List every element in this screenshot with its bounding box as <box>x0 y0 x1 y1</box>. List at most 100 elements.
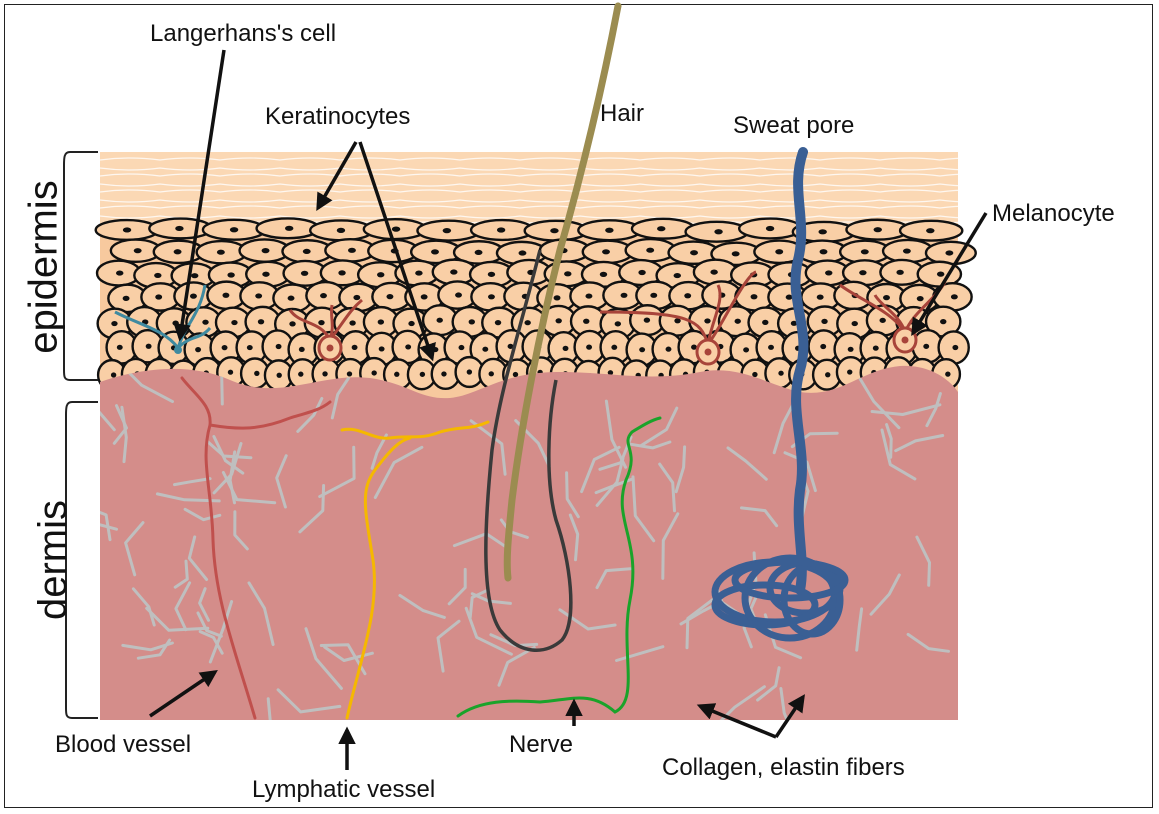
cell-nucleus <box>277 373 282 378</box>
cell-nucleus <box>475 250 483 255</box>
epidermis-bracket <box>64 152 98 380</box>
label-lymphatic-vessel: Lymphatic vessel <box>252 778 435 802</box>
cell-nucleus <box>488 294 495 299</box>
cell-nucleus <box>550 228 558 233</box>
cell-nucleus <box>303 249 311 254</box>
cell-nucleus <box>202 320 208 325</box>
cell-nucleus <box>873 346 879 351</box>
cell-nucleus <box>348 248 356 253</box>
label-hair: Hair <box>600 102 644 126</box>
cell-nucleus <box>116 270 123 275</box>
cell-nucleus <box>657 226 665 231</box>
cell-nucleus <box>762 320 768 325</box>
cell-nucleus <box>254 371 259 376</box>
cell-nucleus <box>222 345 228 350</box>
cell-nucleus <box>732 251 740 256</box>
cell-nucleus <box>443 228 451 233</box>
cell-nucleus <box>923 344 929 349</box>
cell-nucleus <box>879 318 885 323</box>
label-sweat-pore: Sweat pore <box>733 114 854 138</box>
label-nerve: Nerve <box>509 733 573 757</box>
cell-nucleus <box>666 347 672 352</box>
cell-nucleus <box>408 321 414 326</box>
cell-nucleus <box>123 296 130 301</box>
cell-nucleus <box>455 292 462 297</box>
cell-nucleus <box>437 318 443 323</box>
cell-nucleus <box>217 250 225 255</box>
cell-nucleus <box>353 295 360 300</box>
cell-nucleus <box>111 372 116 377</box>
cell-nucleus <box>638 270 645 275</box>
cell-nucleus <box>431 249 439 254</box>
cell-nucleus <box>704 318 710 323</box>
langerhans-nucleus <box>174 346 182 354</box>
cell-nucleus <box>937 272 944 277</box>
cell-nucleus <box>817 295 824 300</box>
cell-nucleus <box>874 227 882 232</box>
cell-nucleus <box>467 369 472 374</box>
cell-nucleus <box>848 347 854 352</box>
cell-nucleus <box>482 347 488 352</box>
cell-nucleus <box>301 271 308 276</box>
cell-nucleus <box>421 294 428 299</box>
cell-nucleus <box>288 296 295 301</box>
cell-nucleus <box>710 269 717 274</box>
cell-nucleus <box>650 293 657 298</box>
cell-nucleus <box>489 371 494 376</box>
cell-nucleus <box>951 294 958 299</box>
cell-nucleus <box>825 372 830 377</box>
cell-nucleus <box>674 273 681 278</box>
cell-nucleus <box>371 370 376 375</box>
cell-nucleus <box>524 320 530 325</box>
cell-nucleus <box>337 228 345 233</box>
cell-nucleus <box>459 345 465 350</box>
cell-nucleus <box>172 321 178 326</box>
cell-nucleus <box>519 250 527 255</box>
cell-nucleus <box>228 370 233 375</box>
label-keratinocytes: Keratinocytes <box>265 105 410 129</box>
cell-nucleus <box>564 271 571 276</box>
label-melanocyte: Melanocyte <box>992 202 1115 226</box>
cell-nucleus <box>852 321 858 326</box>
cell-nucleus <box>586 345 592 350</box>
cell-nucleus <box>820 344 826 349</box>
cell-nucleus <box>861 249 869 254</box>
cell-nucleus <box>945 250 953 255</box>
cell-nucleus <box>392 227 400 232</box>
cell-nucleus <box>262 272 269 277</box>
cell-nucleus <box>190 294 197 299</box>
cell-nucleus <box>743 347 749 352</box>
cell-nucleus <box>352 345 358 350</box>
cell-nucleus <box>644 318 650 323</box>
cell-nucleus <box>230 227 238 232</box>
cell-nucleus <box>488 272 495 277</box>
cell-nucleus <box>386 294 393 299</box>
cell-nucleus <box>926 228 934 233</box>
cell-nucleus <box>377 272 384 277</box>
cell-nucleus <box>111 321 117 326</box>
cell-nucleus <box>174 249 182 254</box>
cell-nucleus <box>394 372 399 377</box>
cell-nucleus <box>320 293 327 298</box>
cell-nucleus <box>231 320 237 325</box>
cell-nucleus <box>378 319 384 324</box>
cell-nucleus <box>276 344 282 349</box>
cell-nucleus <box>602 249 610 254</box>
cell-nucleus <box>247 345 253 350</box>
cell-nucleus <box>825 270 832 275</box>
cell-nucleus <box>379 346 385 351</box>
cell-nucleus <box>513 372 518 377</box>
cell-nucleus <box>262 248 270 253</box>
label-blood-vessel: Blood vessel <box>55 733 191 757</box>
cell-nucleus <box>820 249 828 254</box>
cell-nucleus <box>338 270 345 275</box>
cell-nucleus <box>195 347 201 352</box>
cell-nucleus <box>555 318 561 323</box>
cell-nucleus <box>896 270 903 275</box>
cell-nucleus <box>495 320 501 325</box>
cell-nucleus <box>818 229 826 234</box>
cell-nucleus <box>123 227 131 232</box>
cell-nucleus <box>405 344 411 349</box>
cell-nucleus <box>768 345 774 350</box>
